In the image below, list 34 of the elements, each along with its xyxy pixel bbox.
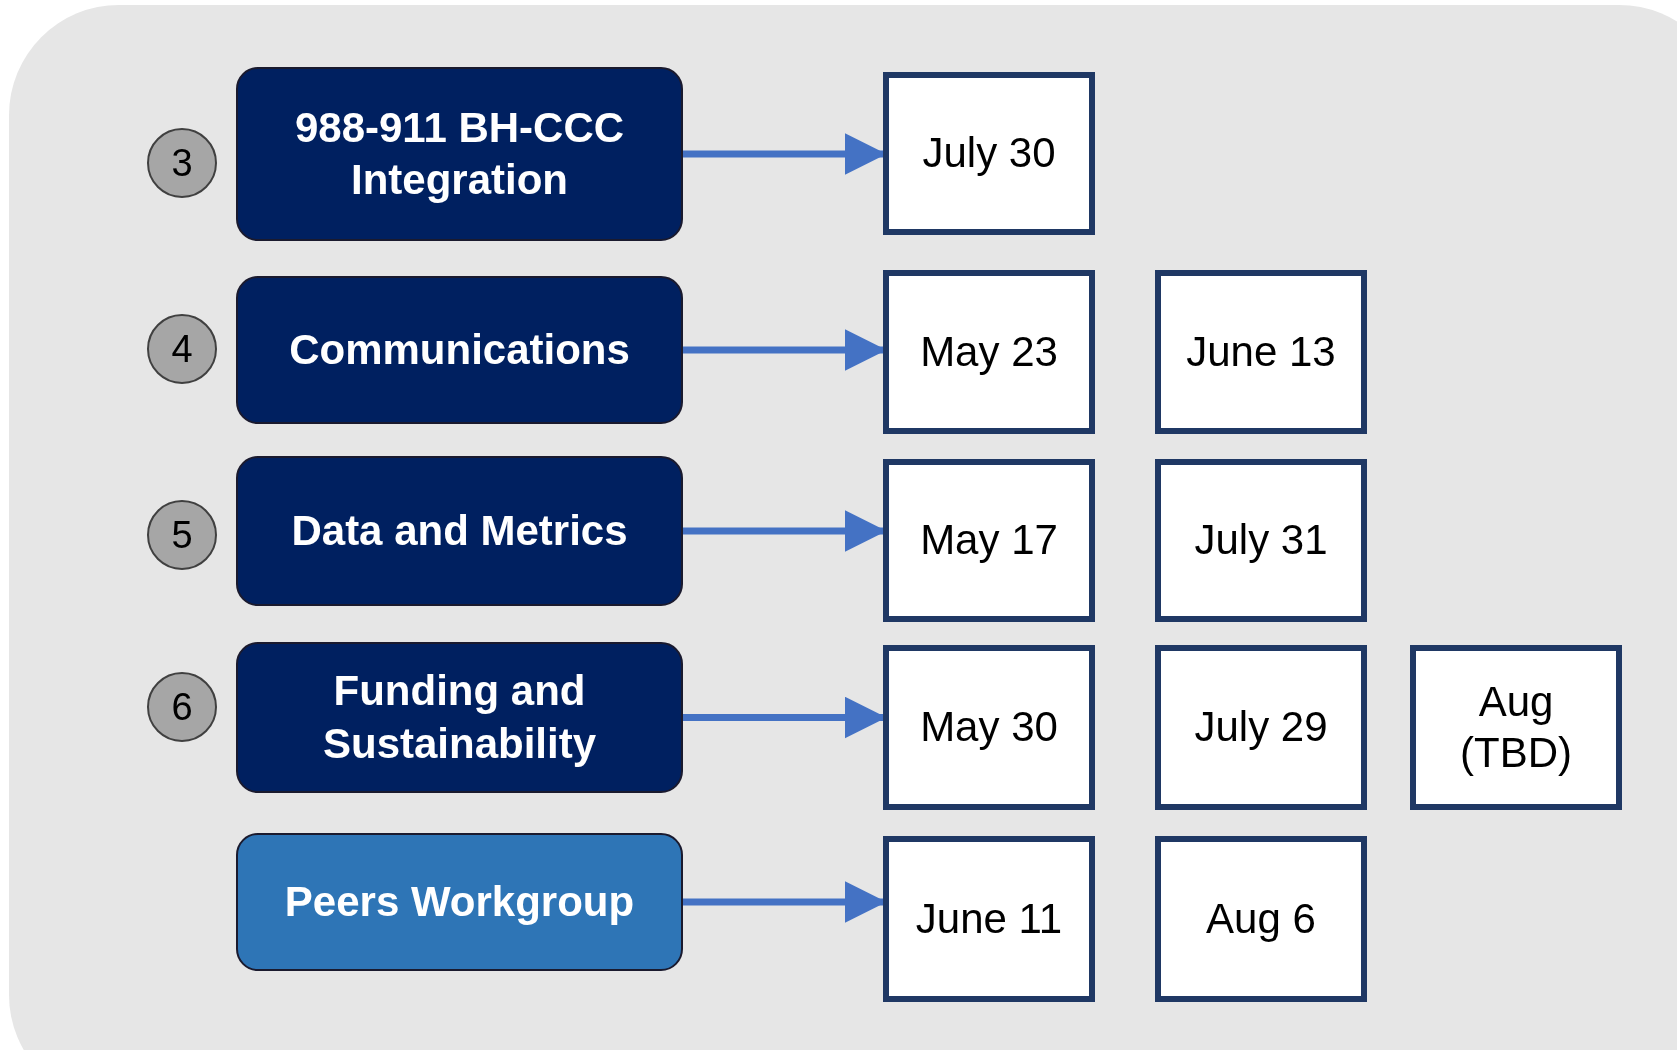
date-label: July 29 [1193,702,1329,753]
workgroup-box [236,642,683,793]
date-label: July 30 [921,128,1057,179]
step-number: 3 [171,140,193,186]
date-box [1155,270,1367,434]
date-box [883,270,1095,434]
workgroup-box [236,456,683,606]
date-label: Aug 6 [1205,893,1317,944]
workgroup-box [236,67,683,241]
date-box [883,72,1095,235]
workgroup-box [236,276,683,424]
date-box [883,645,1095,810]
date-box [883,836,1095,1002]
date-box [1155,645,1367,810]
date-label: May 17 [919,515,1059,566]
date-label: May 30 [919,702,1059,753]
date-label: July 31 [1193,515,1329,566]
date-label: June 13 [1185,326,1337,377]
date-box [1155,459,1367,622]
date-box [1410,645,1622,810]
date-box [883,459,1095,622]
workgroup-box [236,833,683,971]
date-label: May 23 [919,326,1059,377]
workgroup-label: Funding and Sustainability [321,666,598,769]
workgroup-label: Communications [288,324,631,375]
workgroup-label: 988-911 BH-CCC Integration [293,102,626,205]
workgroup-label: Data and Metrics [290,505,629,556]
date-label: Aug (TBD) [1459,677,1573,778]
step-number: 5 [171,512,193,558]
date-label: June 11 [914,893,1064,944]
step-number: 6 [171,684,193,730]
workgroup-label: Peers Workgroup [283,876,636,927]
step-number: 4 [171,326,193,372]
date-box [1155,836,1367,1002]
